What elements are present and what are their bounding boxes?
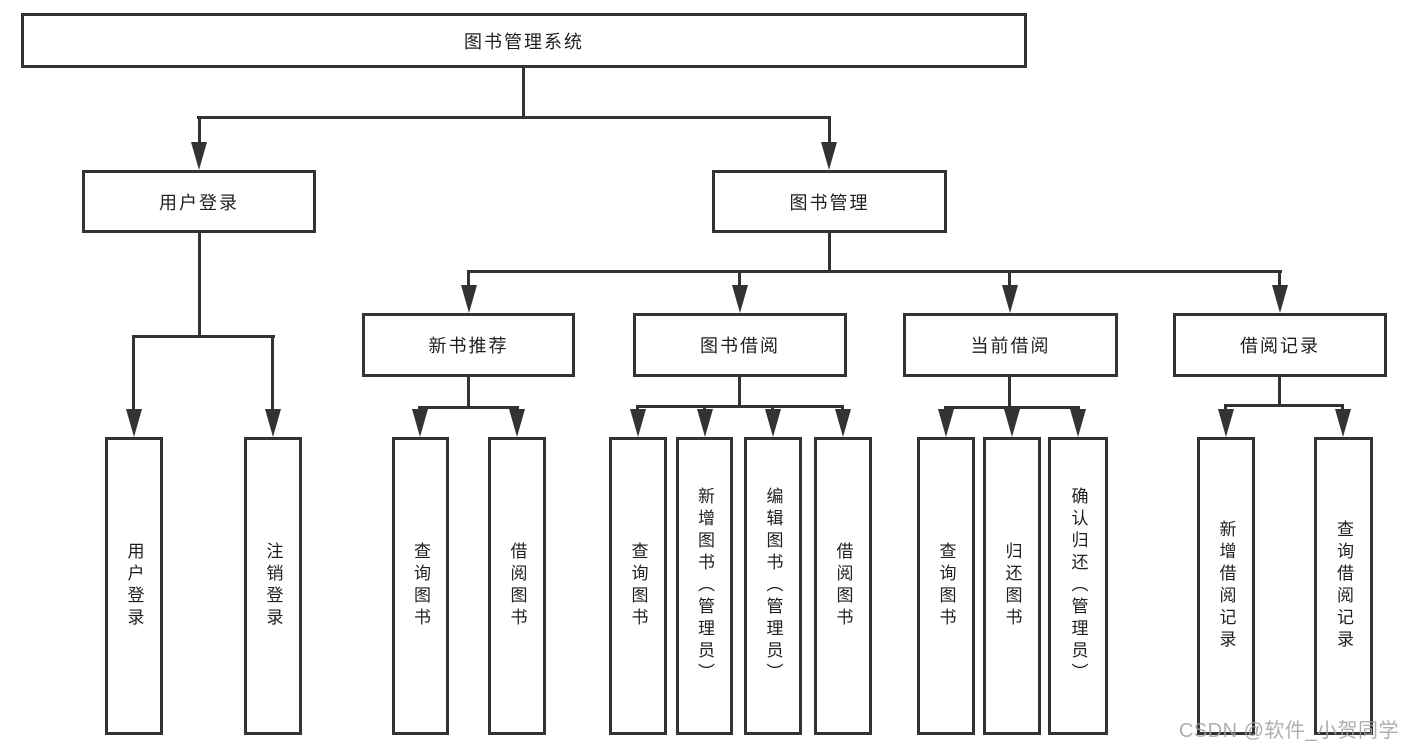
connector-drop [771,405,774,412]
leaf-add-borrow-record-label: 新增借阅记录 [1216,520,1236,652]
connector-drop-leaf-user-login [132,335,135,415]
leaf-user-login: 用户登录 [105,437,163,735]
arrow-down-icon [412,409,428,437]
leaf-query-books-current: 查询图书 [917,437,975,735]
connector-drop-current-borrow [1008,270,1011,288]
connector-recommend-stem [467,377,470,408]
node-borrow-record: 借阅记录 [1173,313,1387,377]
connector-drop [703,405,706,412]
node-new-book-recommend: 新书推荐 [362,313,575,377]
leaf-confirm-return-admin-label: 确认归还（管理员） [1068,487,1088,685]
arrow-down-icon [835,409,851,437]
connector-user-branch [132,335,275,338]
arrow-down-icon [461,285,477,313]
leaf-logout-label: 注销登录 [263,542,283,630]
arrow-down-icon [1002,285,1018,313]
arrow-down-icon [1272,285,1288,313]
arrow-down-icon [1218,409,1234,437]
leaf-query-books-recommend: 查询图书 [392,437,449,735]
node-book-borrow-label: 图书借阅 [700,336,780,356]
connector-record-branch [1224,404,1344,407]
connector-root-branch [197,116,831,119]
leaf-logout: 注销登录 [244,437,302,735]
leaf-borrow-books-label: 借阅图书 [833,542,853,630]
leaf-query-borrow-record-label: 查询借阅记录 [1334,520,1353,652]
node-library-system-label: 图书管理系统 [464,31,584,52]
leaf-return-books-label: 归还图书 [1002,542,1022,630]
leaf-edit-books-admin: 编辑图书（管理员） [744,437,802,735]
leaf-add-books-admin: 新增图书（管理员） [676,437,733,735]
arrow-down-icon [191,142,207,170]
leaf-query-books-borrow: 查询图书 [609,437,667,735]
connector-recommend-branch [418,406,519,409]
connector-drop-leaf-logout [271,335,274,415]
leaf-borrow-books: 借阅图书 [814,437,872,735]
node-user-login-label: 用户登录 [159,192,239,213]
leaf-user-login-label: 用户登录 [124,542,144,630]
leaf-borrow-books-recommend: 借阅图书 [488,437,546,735]
connector-current-stem [1008,377,1011,408]
node-book-management: 图书管理 [712,170,947,233]
node-book-borrow: 图书借阅 [633,313,847,377]
connector-record-stem [1278,377,1281,406]
arrow-down-icon [1070,409,1086,437]
node-new-book-recommend-label: 新书推荐 [428,336,509,356]
leaf-query-books-borrow-label: 查询图书 [628,542,648,630]
arrow-down-icon [1335,409,1351,437]
leaf-add-borrow-record: 新增借阅记录 [1197,437,1255,735]
connector-borrow-branch [636,405,844,408]
leaf-query-books-recommend-label: 查询图书 [411,542,430,630]
connector-book-stem [828,233,831,272]
arrow-down-icon [126,409,142,437]
arrow-down-icon [697,409,713,437]
connector-drop [1224,404,1227,412]
connector-book-branch [467,270,1282,273]
connector-drop [636,405,639,412]
arrow-down-icon [821,142,837,170]
connector-borrow-stem [738,377,741,407]
connector-user-stem [198,233,201,337]
leaf-add-books-admin-label: 新增图书（管理员） [695,487,714,685]
connector-drop [1341,404,1344,412]
connector-drop-new-book-recommend [467,270,470,288]
leaf-confirm-return-admin: 确认归还（管理员） [1048,437,1108,735]
arrow-down-icon [765,409,781,437]
connector-root-stem [522,68,525,118]
node-borrow-record-label: 借阅记录 [1240,336,1320,356]
connector-drop-user-login [198,116,201,148]
node-user-login: 用户登录 [82,170,316,233]
leaf-query-books-current-label: 查询图书 [936,542,956,630]
leaf-borrow-books-recommend-label: 借阅图书 [507,542,527,630]
connector-drop-book-borrow [738,270,741,288]
watermark: CSDN @软件_小贺同学 [1178,720,1399,742]
connector-drop [841,405,844,412]
arrow-down-icon [732,285,748,313]
node-book-management-label: 图书管理 [789,192,870,213]
connector-drop-borrow-record [1278,270,1281,288]
arrow-down-icon [265,409,281,437]
leaf-return-books: 归还图书 [983,437,1041,735]
arrow-down-icon [509,409,525,437]
arrow-down-icon [630,409,646,437]
arrow-down-icon [1004,409,1020,437]
node-current-borrow-label: 当前借阅 [970,336,1051,356]
connector-drop-book-management [828,116,831,148]
leaf-edit-books-admin-label: 编辑图书（管理员） [763,487,783,685]
leaf-query-borrow-record: 查询借阅记录 [1314,437,1373,735]
arrow-down-icon [938,409,954,437]
node-library-system: 图书管理系统 [21,13,1027,68]
node-current-borrow: 当前借阅 [903,313,1118,377]
